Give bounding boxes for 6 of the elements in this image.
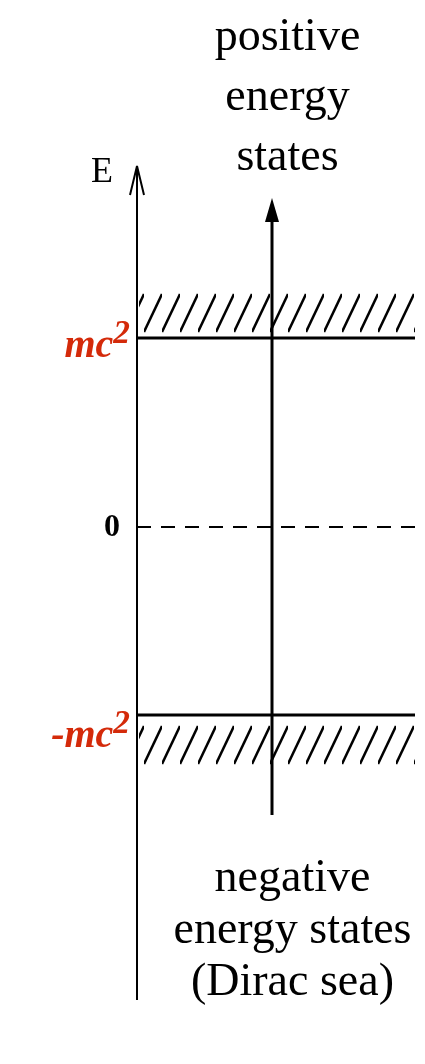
level-label: -mc$^{2}$ bbox=[50, 702, 130, 759]
region-caption: negative energy states (Dirac sea) bbox=[172, 850, 413, 1006]
level-label: mc$^{2}$ bbox=[63, 312, 130, 369]
level-label: 0 bbox=[103, 506, 120, 545]
axis-label: E bbox=[90, 150, 114, 190]
region-caption: positive energy states bbox=[213, 8, 362, 182]
